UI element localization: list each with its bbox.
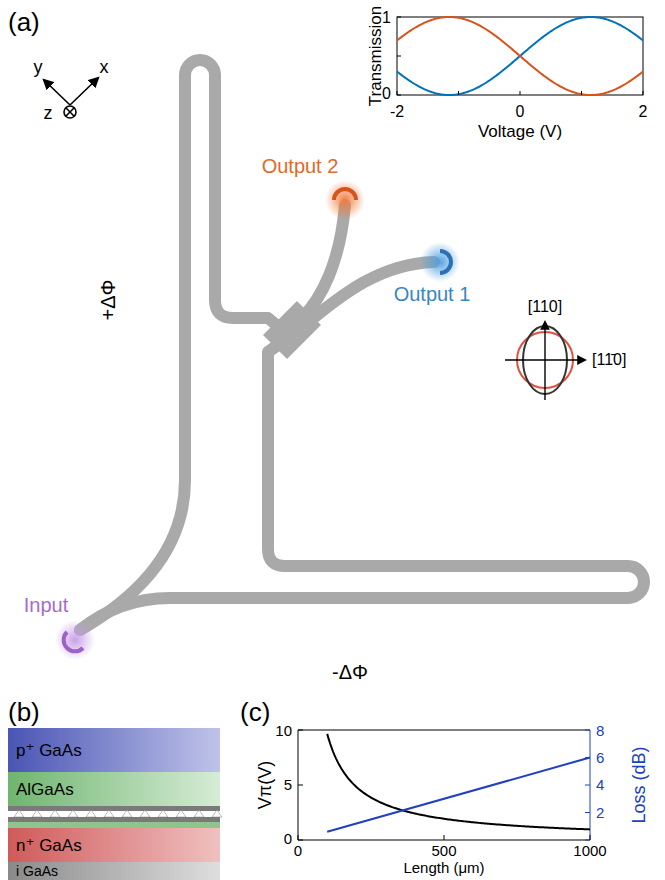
axis-letter: y <box>34 58 43 78</box>
waveguide-arm <box>80 60 280 630</box>
axis-letter: z <box>44 104 53 124</box>
transmission-curve <box>397 17 643 95</box>
tick-label: 0 <box>294 843 302 860</box>
transmission-curve <box>397 17 643 95</box>
port-label: Output 2 <box>262 155 339 177</box>
vpi-curve <box>327 734 590 830</box>
tick-mark <box>581 91 582 95</box>
loss-line <box>327 758 590 832</box>
layer-label: AlGaAs <box>16 781 220 798</box>
tick-label: 2 <box>639 103 648 121</box>
axis-title: Voltage (V) <box>478 123 562 142</box>
material-layer: AlGaAs <box>8 772 220 806</box>
mmi-coupler <box>263 301 321 359</box>
plot-frame <box>397 17 643 95</box>
tick-label: 0 <box>382 85 391 103</box>
tick-mark <box>397 56 401 57</box>
inset-plot <box>397 17 643 95</box>
layer-label: p⁺ GaAs <box>16 742 220 759</box>
tick-label: 1000 <box>573 843 606 860</box>
layer-label: i GaAs <box>16 864 220 878</box>
tick-mark <box>298 730 303 731</box>
tick-mark <box>585 785 590 786</box>
panel-label: (a) <box>8 8 40 37</box>
axis-letter: x <box>100 58 109 78</box>
axis-title: Vπ(V) <box>256 761 276 809</box>
tick-label: 2 <box>596 804 604 821</box>
layer-label: n⁺ GaAs <box>16 837 220 854</box>
tick-label: 6 <box>596 749 604 766</box>
tick-mark <box>397 95 401 96</box>
port-label: Input <box>24 594 68 616</box>
input-glow <box>55 620 95 660</box>
grating-coupler <box>440 251 451 273</box>
quantum-dot-layers <box>8 806 222 828</box>
panel-label: (b) <box>8 698 40 727</box>
tick-label: 500 <box>431 843 456 860</box>
grating-coupler <box>64 632 83 651</box>
phase-label: -ΔΦ <box>332 661 368 683</box>
crystal-axis-label: [11̄0] <box>592 351 626 369</box>
output-glow <box>420 242 460 282</box>
tick-label: 4 <box>596 777 604 794</box>
tick-mark <box>590 835 591 840</box>
tick-label: 0 <box>284 831 292 848</box>
grating-coupler <box>334 189 356 200</box>
tick-mark <box>520 91 521 95</box>
tick-label: 1 <box>382 9 391 27</box>
tick-mark <box>643 91 644 95</box>
material-layer: n⁺ GaAs <box>8 828 220 862</box>
output-glow <box>325 180 365 220</box>
material-layer: p⁺ GaAs <box>8 728 220 772</box>
tick-label: 8 <box>596 723 604 740</box>
crystal-axis-label: [110] <box>528 298 562 316</box>
tick-mark <box>444 835 445 840</box>
tick-label: 10 <box>275 723 292 740</box>
axis-title: Loss (dB) <box>630 746 650 823</box>
tick-mark <box>585 840 590 841</box>
tick-label: -2 <box>390 103 404 121</box>
port-label: Output 1 <box>394 283 471 305</box>
waveguide <box>80 60 644 630</box>
tick-mark <box>298 785 303 786</box>
tick-mark <box>585 757 590 758</box>
tick-mark <box>397 17 401 18</box>
vpi-loss-plot <box>298 730 590 840</box>
tick-mark <box>585 812 590 813</box>
material-layer: i GaAs <box>8 862 220 880</box>
tick-label: 5 <box>284 777 292 794</box>
tick-mark <box>298 840 303 841</box>
tick-mark <box>397 91 398 95</box>
tick-mark <box>585 730 590 731</box>
tick-label: 0 <box>516 103 525 121</box>
panel-label: (c) <box>240 698 270 727</box>
tick-mark <box>458 91 459 95</box>
axis-title: Length (μm) <box>403 860 484 877</box>
tick-mark <box>298 835 299 840</box>
phase-label: +ΔΦ <box>97 280 119 321</box>
crystal-orientation <box>505 322 585 400</box>
